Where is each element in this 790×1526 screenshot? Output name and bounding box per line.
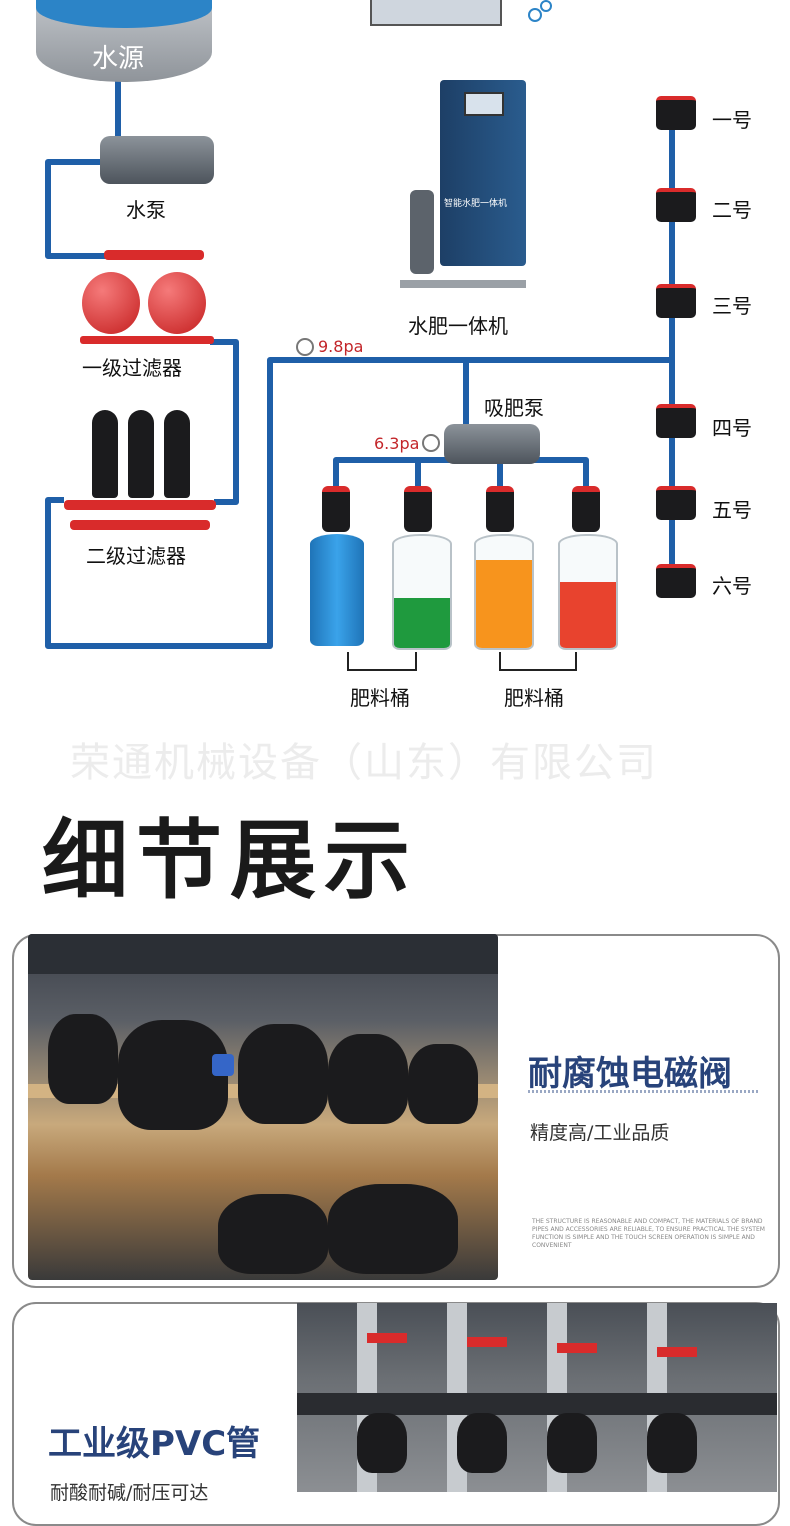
zone-valve-2: [656, 188, 696, 222]
fertilizer-bucket-left-label: 肥料桶: [350, 686, 410, 710]
card-pvc-title: 工业级PVC管: [48, 1424, 261, 1464]
fertilizer-bucket-orange: [474, 534, 534, 650]
section-title: 细节展示: [42, 811, 418, 911]
monitor-screen: [370, 0, 502, 26]
zone-label-3: 三号: [712, 294, 752, 318]
primary-filter-label: 一级过滤器: [82, 356, 182, 380]
integrated-machine-icon: 智能水肥一体机: [400, 80, 530, 296]
zone-label-6: 六号: [712, 574, 752, 598]
irrigation-diagram: 水源 水泵 一级过滤器 二级过滤器 智能水肥一体机 水肥一体机 9.8pa 吸肥…: [0, 0, 790, 720]
zone-label-5: 五号: [712, 498, 752, 522]
fertilizer-bucket-red: [558, 534, 618, 650]
card-valve-underline: [528, 1090, 758, 1093]
bubble-icon: [528, 8, 542, 22]
valve-photo: [28, 934, 498, 1280]
pressure-gauge-icon: [296, 338, 314, 356]
pressure-main-label: 9.8pa: [318, 337, 364, 356]
water-pump-label: 水泵: [126, 198, 166, 222]
fertilizer-bucket-blue: [310, 534, 364, 646]
primary-filter-icon: [80, 250, 214, 346]
suction-pump-icon: [444, 424, 540, 464]
card-valve-small-text: THE STRUCTURE IS REASONABLE AND COMPACT,…: [532, 1218, 765, 1249]
fert-valve-icon: [572, 486, 600, 532]
zone-valve-1: [656, 96, 696, 130]
card-valve-subtitle: 精度高/工业品质: [530, 1122, 670, 1144]
fertilizer-bucket-right-label: 肥料桶: [504, 686, 564, 710]
pressure-gauge-icon: [422, 434, 440, 452]
suction-pump-label: 吸肥泵: [484, 396, 544, 420]
zone-label-4: 四号: [712, 416, 752, 440]
integrated-machine-label: 水肥一体机: [408, 314, 508, 338]
card-valve-title: 耐腐蚀电磁阀: [528, 1054, 732, 1094]
pressure-fert-label: 6.3pa: [374, 434, 420, 453]
zone-label-2: 二号: [712, 198, 752, 222]
company-watermark: 荣通机械设备（山东）有限公司: [70, 740, 658, 786]
fert-valve-icon: [486, 486, 514, 532]
water-source-label: 水源: [92, 44, 145, 74]
zone-valve-4: [656, 404, 696, 438]
zone-valve-6: [656, 564, 696, 598]
bubble-icon: [540, 0, 552, 12]
bucket-brackets: [347, 652, 577, 671]
fert-valve-icon: [404, 486, 432, 532]
pvc-photo: [297, 1303, 777, 1492]
zone-valve-3: [656, 284, 696, 318]
zone-label-1: 一号: [712, 108, 752, 132]
machine-panel-text: 智能水肥一体机: [444, 199, 508, 209]
water-pump-icon: [100, 136, 214, 184]
fertilizer-bucket-green: [392, 534, 452, 650]
zone-valve-5: [656, 486, 696, 520]
secondary-filter-icon: [64, 410, 216, 534]
water-source-tank: 水源: [36, 0, 212, 82]
fert-valve-icon: [322, 486, 350, 532]
secondary-filter-label: 二级过滤器: [86, 544, 186, 568]
